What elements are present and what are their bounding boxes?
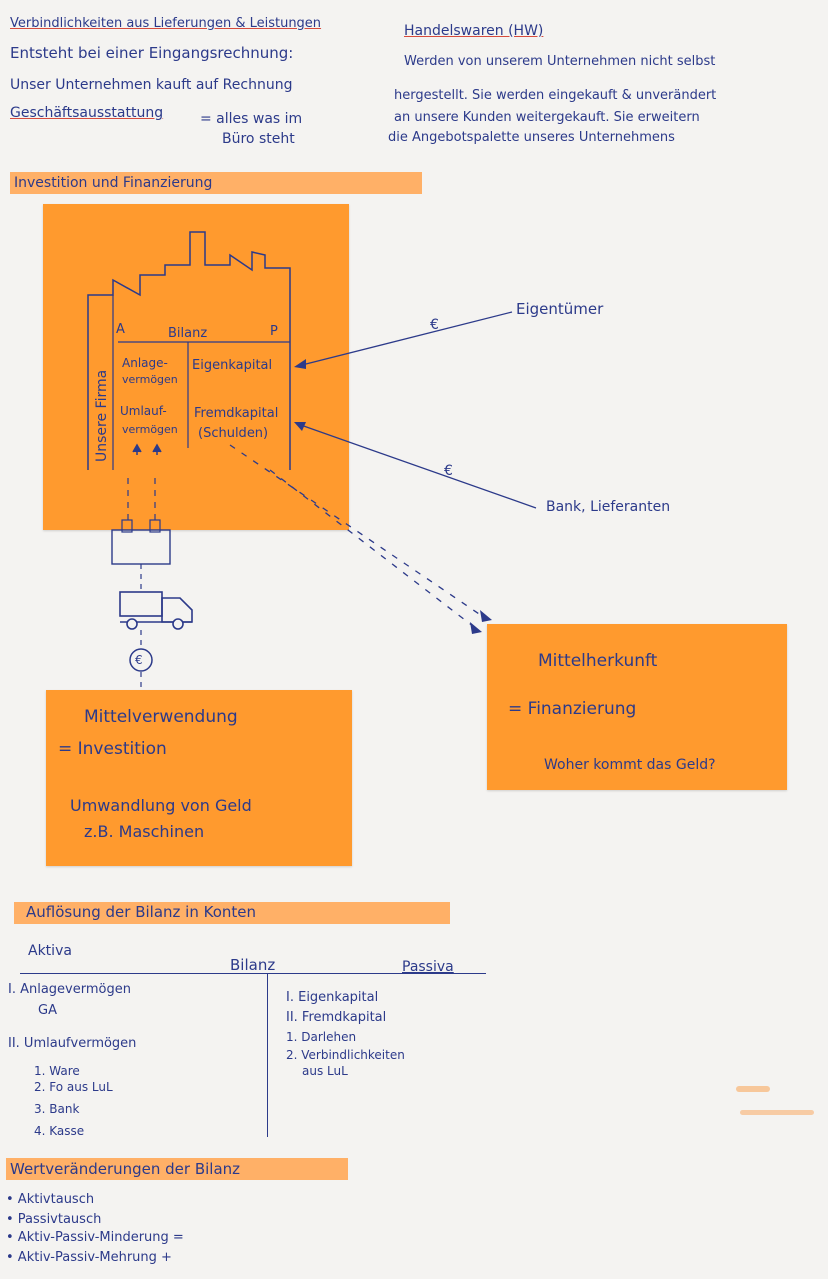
change-item-3: • Aktiv-Passiv-Minderung = <box>6 1230 184 1245</box>
umlauf-label-2: vermögen <box>122 423 178 436</box>
bank-label: Bank, Lieferanten <box>546 499 671 515</box>
euro-owner: € <box>430 317 439 333</box>
marker-smudge-1 <box>736 1086 770 1092</box>
right-row-1: I. Eigenkapital <box>286 990 379 1005</box>
bilanz-a: A <box>116 322 125 337</box>
section-title-accounts: Auflösung der Bilanz in Konten <box>26 903 256 921</box>
equipment-definition: = alles was im <box>200 111 303 127</box>
schulden-label: (Schulden) <box>198 426 269 441</box>
liabilities-line1: Entsteht bei einer Eingangsrechnung: <box>10 44 294 62</box>
machine-icon <box>111 529 171 565</box>
table-horizontal-line <box>20 973 486 975</box>
section2-title-bar <box>14 902 450 924</box>
section3-title-bar <box>6 1158 348 1180</box>
left-row-3: II. Umlaufvermögen <box>8 1036 137 1051</box>
arrow-up-1 <box>132 443 142 455</box>
left-row-2: GA <box>38 1003 57 1018</box>
financing-question: Woher kommt das Geld? <box>544 757 716 773</box>
liabilities-heading: Verbindlichkeiten aus Lieferungen & Leis… <box>10 16 322 31</box>
right-row-4: 2. Verbindlichkeiten <box>286 1048 405 1062</box>
left-row-7: 4. Kasse <box>34 1124 85 1138</box>
factory-outline <box>87 231 291 470</box>
investment-use: Mittelverwendung <box>84 707 238 727</box>
arrow-up-2 <box>152 443 162 455</box>
owner-arrow-line <box>297 311 513 367</box>
bank-arrow-line <box>297 423 537 509</box>
financing-sticky-note <box>487 624 787 790</box>
investment-sticky-note <box>46 690 352 866</box>
left-row-1: I. Anlagevermögen <box>8 982 131 997</box>
change-item-2: • Passivtausch <box>6 1212 102 1227</box>
goods-line3: an unsere Kunden weitergekauft. Sie erwe… <box>394 110 700 125</box>
right-row-2: II. Fremdkapital <box>286 1010 387 1025</box>
aktiva-header: Aktiva <box>28 943 72 959</box>
change-item-1: • Aktivtausch <box>6 1192 95 1207</box>
euro-coin-label: € <box>135 653 143 667</box>
investment-example: z.B. Maschinen <box>84 822 205 841</box>
bank-arrow-head <box>294 422 306 431</box>
marker-smudge-2 <box>740 1110 814 1115</box>
investment-eq: = Investition <box>58 739 167 759</box>
umlauf-label: Umlauf- <box>120 404 167 418</box>
truck-icon <box>119 591 163 617</box>
bilanz-title: Bilanz <box>168 326 208 341</box>
firm-label: Unsere Firma <box>94 369 110 462</box>
dashed-arrow-head-1 <box>480 610 492 622</box>
investment-convert: Umwandlung von Geld <box>70 796 252 815</box>
liabilities-line2: Unser Unternehmen kauft auf Rechnung <box>10 77 293 93</box>
section-title-changes: Wertveränderungen der Bilanz <box>10 1160 241 1178</box>
bilanz-table-title: Bilanz <box>230 956 276 974</box>
equipment-definition-2: Büro steht <box>222 131 295 147</box>
euro-coin-icon <box>129 648 153 672</box>
equipment-term: Geschäftsausstattung <box>10 105 164 121</box>
goods-line2: hergestellt. Sie werden eingekauft & unv… <box>394 88 717 103</box>
dashed-arrow-1 <box>229 444 489 621</box>
bilanz-p: P <box>270 324 278 339</box>
fremd-label: Fremdkapital <box>194 406 279 421</box>
financing-origin: Mittelherkunft <box>538 651 658 671</box>
owner-label: Eigentümer <box>516 300 604 318</box>
left-row-6: 3. Bank <box>34 1102 80 1116</box>
section-title-investment: Investition und Finanzierung <box>14 175 213 191</box>
right-row-5: aus LuL <box>302 1064 348 1078</box>
financing-eq: = Finanzierung <box>508 699 637 719</box>
anlage-label: Anlage- <box>122 356 168 370</box>
change-item-4: • Aktiv-Passiv-Mehrung + <box>6 1250 172 1265</box>
right-row-3: 1. Darlehen <box>286 1030 357 1044</box>
anlage-label-2: vermögen <box>122 373 178 386</box>
table-vertical-line <box>267 973 269 1137</box>
dashed-arrow-head-2 <box>470 622 482 634</box>
eigen-label: Eigenkapital <box>192 358 273 373</box>
section-title-bar <box>10 172 422 194</box>
left-row-5: 2. Fo aus LuL <box>34 1080 113 1094</box>
dashed-arrow-2 <box>269 469 479 631</box>
owner-arrow-head <box>294 359 306 369</box>
left-row-4: 1. Ware <box>34 1064 80 1078</box>
goods-line1: Werden von unserem Unternehmen nicht sel… <box>404 54 716 69</box>
goods-line4: die Angebotspalette unseres Unternehmens <box>388 130 675 145</box>
goods-heading: Handelswaren (HW) <box>404 23 544 39</box>
euro-bank: € <box>444 463 453 479</box>
passiva-header: Passiva <box>402 959 454 975</box>
